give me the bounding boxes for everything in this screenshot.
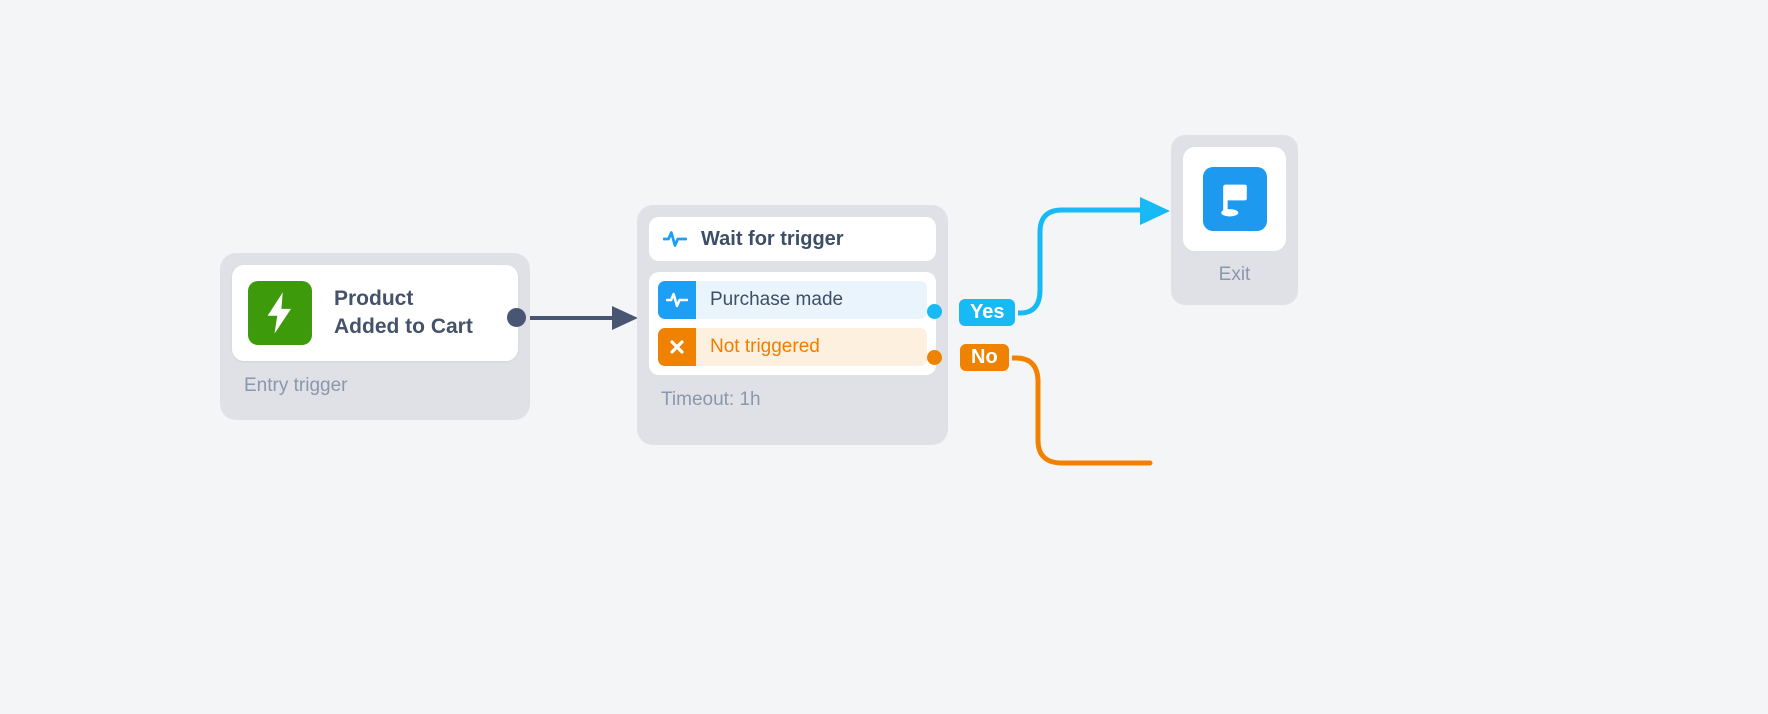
node-wait-for-trigger[interactable]: Wait for trigger Purchase made Not trigg… (637, 205, 948, 445)
branch-row-not-triggered[interactable]: Not triggered (658, 328, 927, 366)
node-exit[interactable]: Exit (1171, 135, 1298, 305)
edge-yes-to-exit (1009, 197, 1170, 316)
pulse-icon (658, 281, 696, 319)
wait-trigger-header[interactable]: Wait for trigger (649, 217, 936, 261)
wait-trigger-caption: Timeout: 1h (661, 389, 761, 410)
exit-caption: Exit (1218, 264, 1251, 285)
outcome-pill-no[interactable]: No (957, 341, 1012, 374)
close-x-icon (658, 328, 696, 366)
node-entry-trigger[interactable]: Product Added to Cart Entry trigger (220, 253, 530, 420)
entry-trigger-card[interactable]: Product Added to Cart (232, 265, 518, 361)
pulse-icon (663, 230, 687, 248)
flag-icon (1202, 167, 1267, 231)
wait-trigger-header-label: Wait for trigger (701, 227, 844, 250)
entry-output-port[interactable] (507, 308, 526, 327)
branch-label-purchase-made: Purchase made (710, 289, 844, 310)
lightning-bolt-icon (248, 281, 312, 345)
branch-port-no[interactable] (927, 350, 942, 365)
entry-trigger-title: Product Added to Cart (334, 287, 473, 338)
edge-no-outgoing (1003, 355, 1153, 466)
edge-entry-to-wait (524, 306, 638, 330)
branch-row-purchase-made[interactable]: Purchase made (658, 281, 927, 319)
branch-port-yes[interactable] (927, 304, 942, 319)
branch-list: Purchase made Not triggered (649, 272, 936, 375)
branch-label-not-triggered: Not triggered (710, 336, 820, 357)
exit-card[interactable] (1183, 147, 1286, 251)
outcome-pill-yes[interactable]: Yes (956, 296, 1019, 329)
entry-trigger-caption: Entry trigger (244, 375, 348, 396)
